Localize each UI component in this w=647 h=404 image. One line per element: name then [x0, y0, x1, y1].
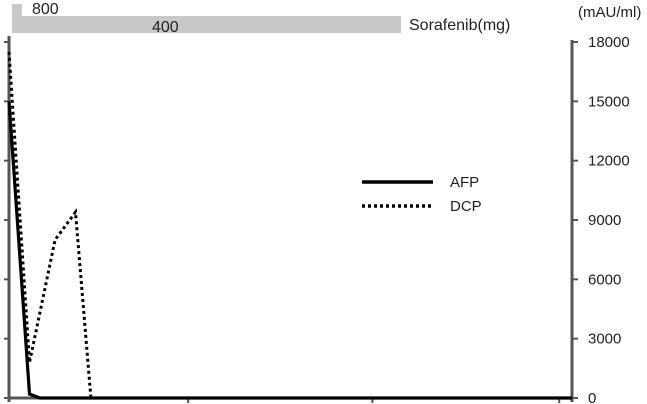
- y-tick-label: 18000: [588, 34, 630, 51]
- series-layer: [7, 51, 572, 400]
- series-line-afp: [7, 101, 572, 400]
- dose-label-800: 800: [32, 1, 59, 18]
- legend-label-afp: AFP: [450, 174, 479, 191]
- y-tick-label: 0: [588, 390, 596, 404]
- legend: AFP DCP: [362, 174, 482, 215]
- dose-bar: 800 400 Sorafenib(mg): [12, 1, 510, 36]
- dose-bar-segment-800: [12, 4, 22, 18]
- y-tick-labels: 0 3000 6000 9000 12000 15000 18000: [588, 34, 630, 404]
- series-line-dcp: [7, 51, 572, 400]
- axis-ticks: [4, 41, 578, 403]
- dose-bar-segment-400: [12, 16, 401, 33]
- y-tick-label: 3000: [588, 331, 621, 348]
- y-axis-label: (mAU/ml): [578, 4, 641, 21]
- dose-bar-title: Sorafenib(mg): [409, 17, 510, 34]
- dose-label-400: 400: [152, 19, 179, 36]
- y-tick-label: 6000: [588, 271, 621, 288]
- y-tick-label: 12000: [588, 153, 630, 170]
- legend-label-dcp: DCP: [450, 198, 482, 215]
- y-tick-label: 9000: [588, 212, 621, 229]
- y-tick-label: 15000: [588, 93, 630, 110]
